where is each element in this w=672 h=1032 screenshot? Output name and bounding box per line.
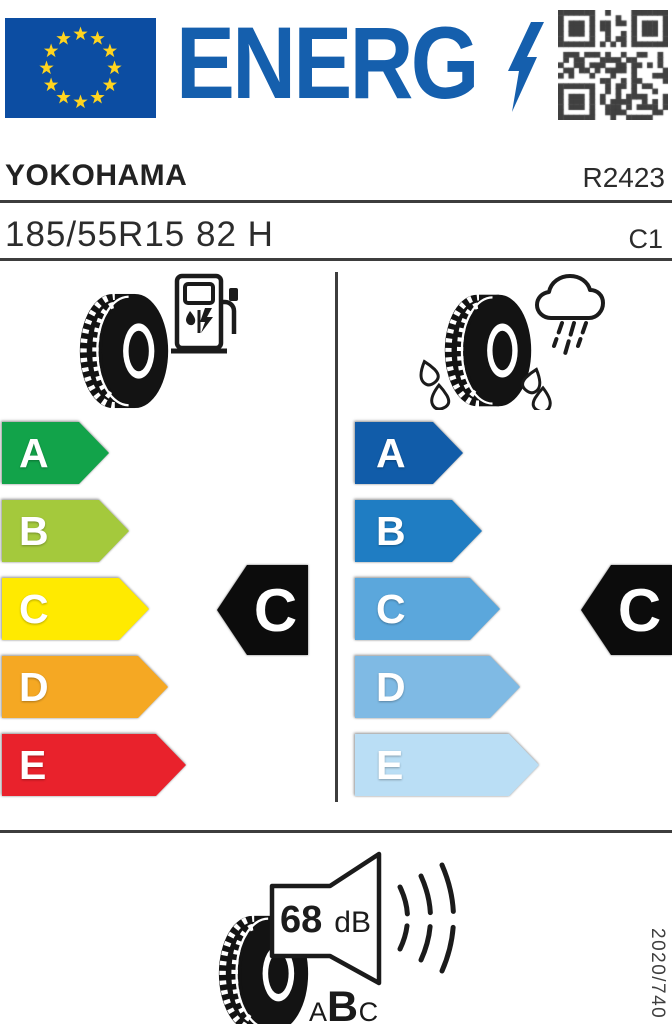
noise-value: 68 bbox=[280, 899, 323, 941]
wet-rating-badge: C bbox=[581, 565, 672, 655]
noise-class-scale: A B C bbox=[309, 983, 378, 1032]
water-splash-icon bbox=[419, 359, 552, 410]
wet-rating-letter: C bbox=[617, 576, 662, 644]
noise-unit: dB bbox=[334, 906, 371, 939]
grade-letter: A bbox=[19, 429, 49, 476]
regulation-number: 2020/740 bbox=[647, 928, 668, 1020]
grade-letter: C bbox=[376, 585, 406, 632]
wet-grade-c: C bbox=[355, 578, 500, 640]
noise-class-a: A bbox=[309, 997, 328, 1027]
fuel-rating-letter: C bbox=[253, 576, 298, 644]
noise-class-c: C bbox=[358, 997, 379, 1027]
noise-class-selected: B bbox=[327, 983, 359, 1031]
grade-letter: E bbox=[376, 741, 404, 788]
brand-name: YOKOHAMA bbox=[5, 159, 188, 192]
fuel-efficiency-icon bbox=[78, 273, 238, 416]
noise-value-group: 68 dB bbox=[280, 899, 371, 942]
fuel-grade-e: E bbox=[2, 734, 186, 796]
divider-line bbox=[0, 258, 672, 261]
grade-letter: B bbox=[376, 507, 406, 554]
eu-flag-icon bbox=[5, 18, 156, 118]
divider-line bbox=[0, 830, 672, 833]
lightning-bolt-icon bbox=[508, 22, 544, 112]
sound-waves-icon bbox=[397, 862, 456, 974]
column-divider bbox=[335, 272, 338, 802]
grade-letter: B bbox=[19, 507, 49, 554]
noise-icon bbox=[195, 851, 456, 1024]
speaker-icon bbox=[269, 851, 382, 986]
grade-letter: E bbox=[19, 741, 47, 788]
brand-code: R2423 bbox=[582, 162, 665, 193]
wet-grade-e: E bbox=[355, 734, 539, 796]
fuel-grade-a: A bbox=[2, 422, 109, 484]
fuel-grade-d: D bbox=[2, 656, 168, 718]
wet-grip-icon bbox=[419, 274, 605, 410]
grade-letter: C bbox=[19, 585, 49, 632]
grade-letter: D bbox=[19, 663, 49, 710]
fuel-grade-c: C bbox=[2, 578, 149, 640]
energ-logo-text: ENERG bbox=[176, 6, 479, 120]
rain-cloud-icon bbox=[535, 274, 605, 356]
tire-class: C1 bbox=[628, 224, 663, 254]
grade-letter: D bbox=[376, 663, 406, 710]
wet-grade-a: A bbox=[355, 422, 463, 484]
fuel-grade-b: B bbox=[2, 500, 129, 562]
wet-grade-b: B bbox=[355, 500, 482, 562]
fuel-rating-badge: C bbox=[217, 565, 308, 655]
tire-size: 185/55R15 82 H bbox=[5, 215, 274, 254]
grade-letter: A bbox=[376, 429, 406, 476]
divider-line bbox=[0, 200, 672, 203]
wet-grade-d: D bbox=[355, 656, 520, 718]
fuel-pump-icon bbox=[171, 273, 237, 354]
qr-code bbox=[558, 10, 668, 120]
